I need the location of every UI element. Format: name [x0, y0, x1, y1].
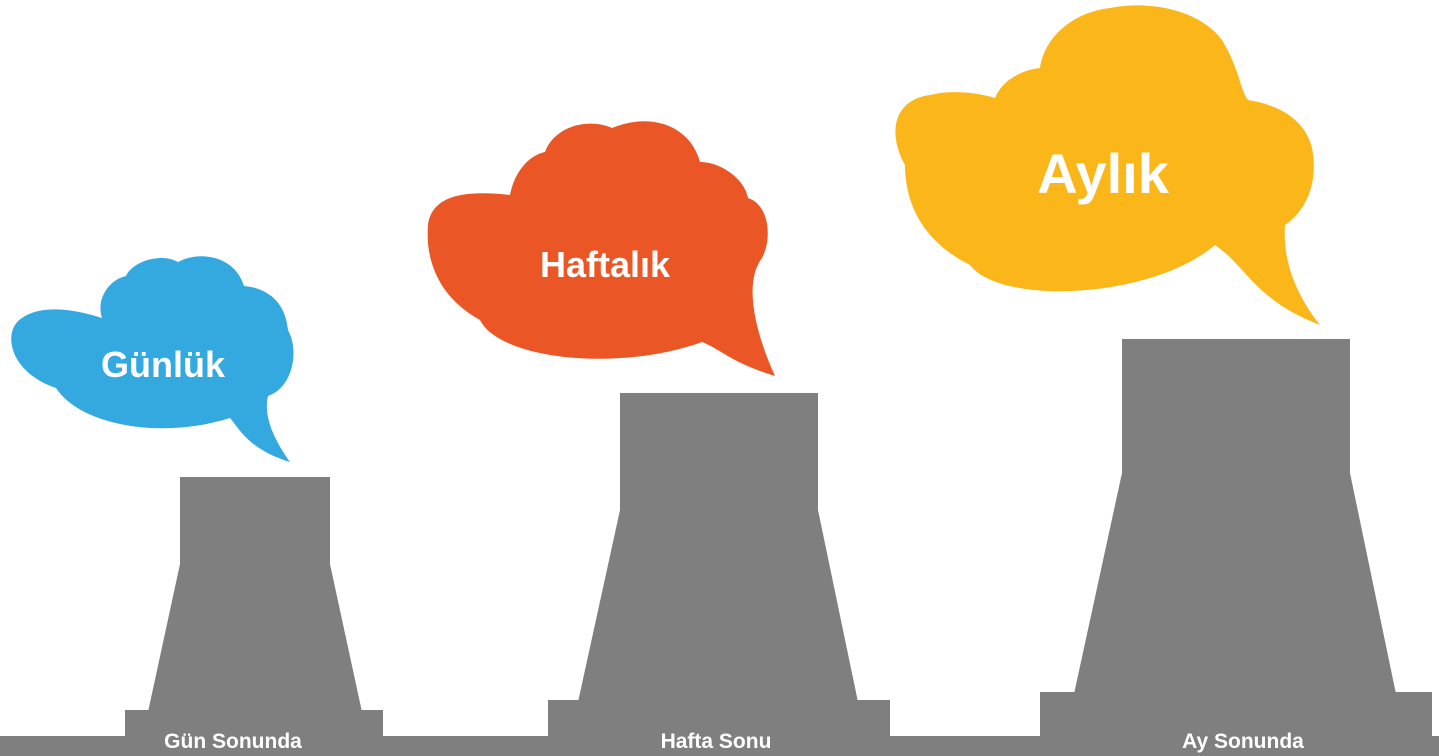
cloud-weekly-label: Haftalık: [540, 244, 671, 285]
cloud-daily-shape: [11, 256, 294, 462]
base-label-daily: Gün Sonunda: [164, 730, 302, 753]
cloud-monthly-shape: [895, 5, 1320, 325]
base-label-weekly: Hafta Sonu: [661, 730, 772, 753]
tower-weekly-base: [548, 700, 890, 740]
cloud-weekly-shape: [427, 121, 775, 376]
stage-weekly: Haftalık Hafta Sonu: [427, 121, 890, 753]
tower-monthly-base: [1040, 692, 1432, 740]
ground-strip: [0, 736, 1439, 756]
tower-monthly-top: [1122, 339, 1350, 474]
tower-daily-top: [180, 477, 330, 565]
cloud-monthly-label: Aylık: [1037, 142, 1170, 205]
tower-daily-body: [148, 564, 362, 712]
tower-weekly-top: [620, 393, 818, 511]
cloud-monthly: Aylık: [895, 5, 1320, 325]
tower-daily: Gün Sonunda: [125, 477, 383, 753]
stage-daily: Günlük Gün Sonunda: [11, 256, 383, 753]
cloud-daily-label: Günlük: [101, 344, 226, 385]
stage-monthly: Aylık Ay Sonunda: [895, 5, 1432, 753]
tower-weekly: Hafta Sonu: [548, 393, 890, 753]
tower-monthly: Ay Sonunda: [1040, 339, 1432, 753]
cloud-daily: Günlük: [11, 256, 294, 462]
tower-weekly-body: [578, 510, 858, 702]
tower-monthly-body: [1074, 473, 1396, 694]
base-label-monthly: Ay Sonunda: [1182, 730, 1304, 753]
tower-daily-base: [125, 710, 383, 740]
cloud-weekly: Haftalık: [427, 121, 775, 376]
